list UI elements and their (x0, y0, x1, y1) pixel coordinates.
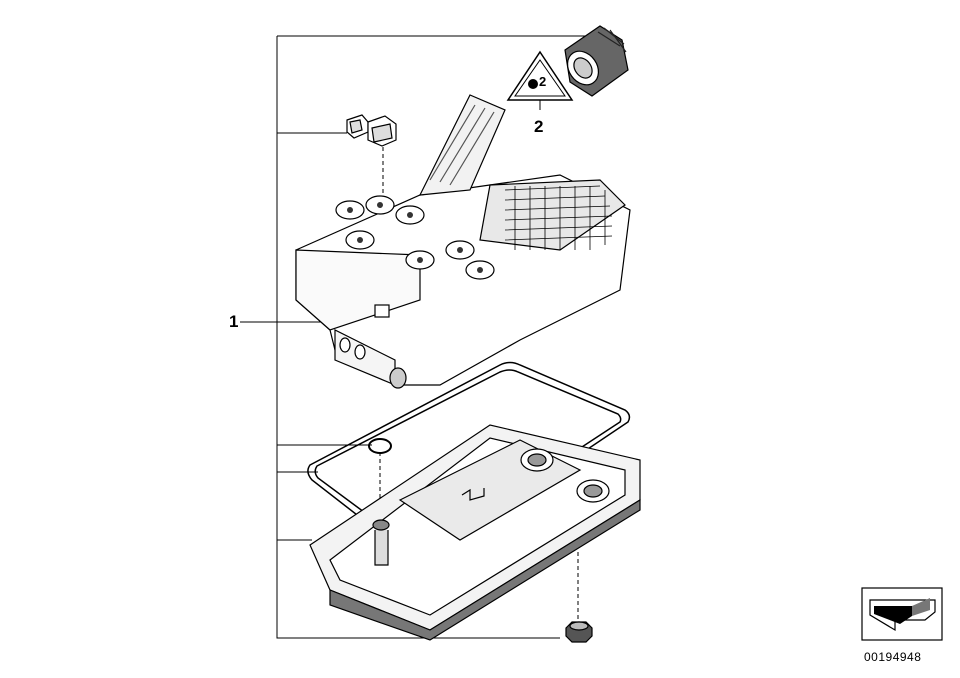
callout-1: 1 (229, 312, 239, 331)
arrow-icon (861, 587, 943, 641)
callout-2: 2 (534, 117, 544, 136)
warning-symbol-label: 2 (539, 74, 547, 89)
diagram-number: 00194948 (864, 650, 922, 664)
pan-gasket (307, 361, 631, 559)
valve-body (295, 94, 631, 389)
warning-triangle-icon (506, 50, 574, 101)
oil-pan (309, 424, 641, 641)
seal-part (346, 114, 397, 147)
drain-plug (565, 621, 593, 643)
connector-sleeve (564, 25, 629, 97)
o-ring (368, 438, 392, 454)
